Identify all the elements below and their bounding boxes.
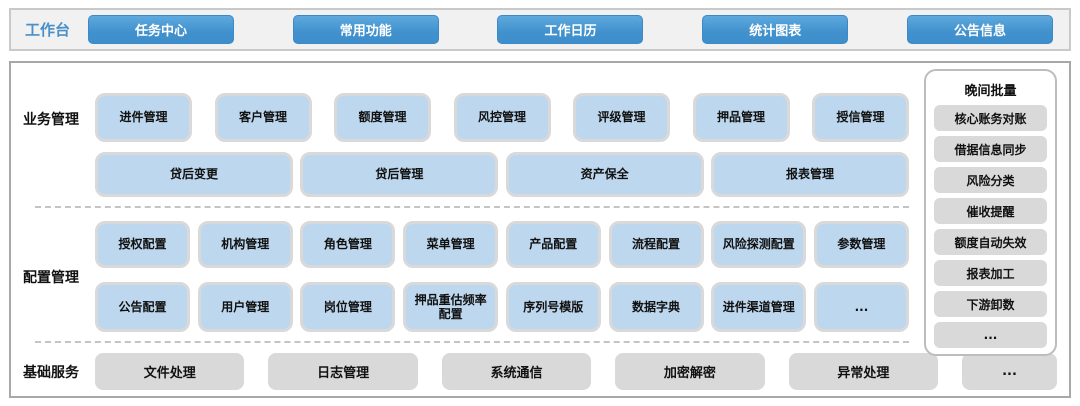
module-box: 流程配置 [608,221,704,268]
module-box: 额度管理 [334,93,431,142]
service-box: 加密解密 [615,353,765,390]
section-config-management: 配置管理 授权配置机构管理角色管理菜单管理产品配置流程配置风险探测配置参数管理 … [23,221,1057,332]
base-services-row: 文件处理日志管理系统通信加密解密异常处理... [95,353,1058,390]
business-row-2: 贷后变更贷后管理资产保全报表管理 [95,152,909,197]
module-box: 数据字典 [608,282,704,332]
module-box: 菜单管理 [403,221,499,268]
module-box: 进件管理 [95,93,192,142]
module-box: 授权配置 [95,221,190,268]
module-box: 产品配置 [505,221,601,268]
workbench-module: 公告信息 [906,15,1053,44]
config-content: 授权配置机构管理角色管理菜单管理产品配置流程配置风险探测配置参数管理 公告配置用… [95,221,909,332]
section-base-services: 基础服务 文件处理日志管理系统通信加密解密异常处理... [23,353,1058,390]
module-box: 押品重估频率配置 [403,282,499,332]
config-row-2: 公告配置用户管理岗位管理押品重估频率配置序列号模版数据字典进件渠道管理... [95,282,909,332]
dashed-divider [35,206,909,208]
module-box: 报表管理 [710,152,909,197]
module-box: 机构管理 [197,221,293,268]
batch-job-box: ... [934,322,1047,348]
workbench-module: 统计图表 [702,15,849,44]
module-box: 风险探测配置 [711,221,807,268]
batch-job-box: 下游卸数 [934,291,1047,317]
service-box: 异常处理 [788,353,939,390]
workbench-label: 工作台 [25,21,71,39]
service-box: 文件处理 [95,353,245,390]
module-box: 风控管理 [453,93,551,142]
service-box: ... [962,353,1058,390]
business-content: 进件管理客户管理额度管理风控管理评级管理押品管理授信管理 贷后变更贷后管理资产保… [95,93,909,197]
module-box: ... [813,282,909,332]
module-box: 押品管理 [692,93,790,142]
batch-job-box: 借据信息同步 [934,136,1047,162]
service-box: 系统通信 [441,353,592,390]
night-batch-title: 晚间批量 [964,84,1017,99]
workbench-module: 常用功能 [292,15,439,44]
module-box: 岗位管理 [300,282,396,332]
batch-job-box: 催收提醒 [934,198,1047,224]
config-row-1: 授权配置机构管理角色管理菜单管理产品配置流程配置风险探测配置参数管理 [95,221,909,268]
module-box: 贷后变更 [95,152,293,197]
module-box: 角色管理 [300,221,396,268]
workbench-module: 任务中心 [88,15,235,44]
workbench-module: 工作日历 [497,15,644,44]
batch-job-box: 报表加工 [934,260,1047,286]
section-label-base: 基础服务 [23,364,79,381]
dashed-divider [35,341,909,343]
module-box: 评级管理 [573,93,670,142]
night-batch-items: 核心账务对账借据信息同步风险分类催收提醒额度自动失效报表加工下游卸数... [934,105,1047,348]
batch-job-box: 风险分类 [934,167,1047,193]
module-box: 公告配置 [95,282,190,332]
module-box: 序列号模版 [505,282,601,332]
module-box: 用户管理 [197,282,293,332]
batch-job-box: 额度自动失效 [934,229,1047,255]
batch-job-box: 核心账务对账 [934,105,1047,131]
business-row-1: 进件管理客户管理额度管理风控管理评级管理押品管理授信管理 [95,93,909,142]
module-box: 进件渠道管理 [711,282,807,332]
module-box: 贷后管理 [300,152,499,197]
module-box: 客户管理 [214,93,312,142]
base-content: 文件处理日志管理系统通信加密解密异常处理... [95,353,1058,390]
module-box: 授信管理 [812,93,909,142]
service-box: 日志管理 [268,353,418,390]
section-label-config: 配置管理 [23,269,79,286]
night-batch-panel: 晚间批量 核心账务对账借据信息同步风险分类催收提醒额度自动失效报表加工下游卸数.… [924,69,1057,356]
main-panel: 业务管理 进件管理客户管理额度管理风控管理评级管理押品管理授信管理 贷后变更贷后… [9,61,1071,398]
module-box: 资产保全 [505,152,704,197]
section-label-business: 业务管理 [23,112,79,128]
section-business-management: 业务管理 进件管理客户管理额度管理风控管理评级管理押品管理授信管理 贷后变更贷后… [23,93,1057,197]
module-box: 参数管理 [813,221,909,268]
workbench-bar: 工作台 任务中心 常用功能 工作日历 统计图表 公告信息 [9,8,1071,51]
workbench-buttons: 任务中心 常用功能 工作日历 统计图表 公告信息 [88,15,1053,44]
